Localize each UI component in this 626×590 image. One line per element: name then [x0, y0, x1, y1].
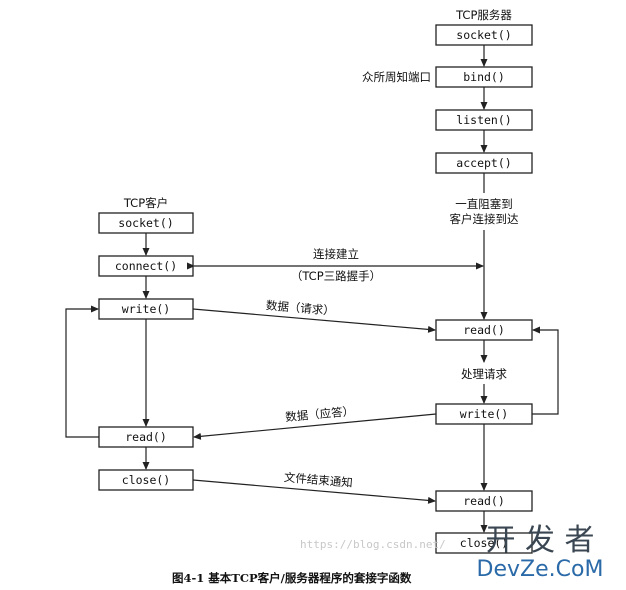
- loop-server-write-to-read: [532, 326, 559, 415]
- watermark-title: 开 发 者: [485, 523, 594, 558]
- client-read-label: read(): [125, 430, 167, 444]
- server-read2-label: read(): [463, 494, 505, 508]
- server-write-label: write(): [460, 407, 508, 421]
- block-note-1: 一直阻塞到: [455, 197, 513, 211]
- arrow-data-reply: [193, 413, 437, 440]
- client-socket-box: socket(): [98, 212, 194, 234]
- server-accept-box: accept(): [435, 152, 533, 174]
- server-socket-box: socket(): [435, 24, 533, 46]
- arrow-eof-notify: [192, 479, 436, 504]
- client-close-box: close(): [98, 469, 194, 491]
- watermark-url: https://blog.csdn.net/: [300, 538, 446, 551]
- connect-label-1: 连接建立: [313, 247, 359, 261]
- loop-client-read-to-write: [65, 305, 99, 438]
- server-read-label: read(): [463, 323, 505, 337]
- request-label: 数据（请求）: [265, 298, 335, 318]
- server-listen-label: listen(): [456, 113, 511, 127]
- server-listen-box: listen(): [435, 109, 533, 131]
- server-write-box: write(): [435, 403, 533, 425]
- client-socket-label: socket(): [118, 216, 173, 230]
- connect-label-2: （TCP三路握手）: [291, 269, 381, 283]
- eof-label: 文件结束通知: [283, 470, 353, 490]
- server-socket-label: socket(): [456, 28, 511, 42]
- block-note-2: 客户连接到达: [450, 212, 519, 226]
- client-read-box: read(): [98, 426, 194, 448]
- client-connect-label: connect(): [115, 259, 177, 273]
- client-title: TCP客户: [123, 196, 168, 210]
- reply-label: 数据（应答）: [285, 404, 355, 424]
- server-read2-box: read(): [435, 490, 533, 512]
- server-read-box: read(): [435, 319, 533, 341]
- watermark-subtitle: DevZe.CoM: [477, 557, 604, 582]
- client-write-box: write(): [98, 298, 194, 320]
- server-title: TCP服务器: [455, 8, 512, 22]
- server-bind-box: bind(): [435, 66, 533, 88]
- server-bind-label: bind(): [463, 70, 505, 84]
- figure-caption: 图4-1 基本TCP客户/服务器程序的套接字函数: [172, 571, 412, 585]
- bind-note: 众所周知端口: [362, 70, 431, 84]
- client-connect-box: connect(): [98, 255, 194, 277]
- server-close-box: close(): [435, 532, 533, 554]
- client-write-label: write(): [122, 302, 170, 316]
- server-accept-label: accept(): [456, 156, 511, 170]
- process-note: 处理请求: [461, 367, 507, 381]
- arrow-data-request: [192, 308, 436, 333]
- server-close-label: close(): [460, 536, 508, 550]
- client-close-label: close(): [122, 473, 170, 487]
